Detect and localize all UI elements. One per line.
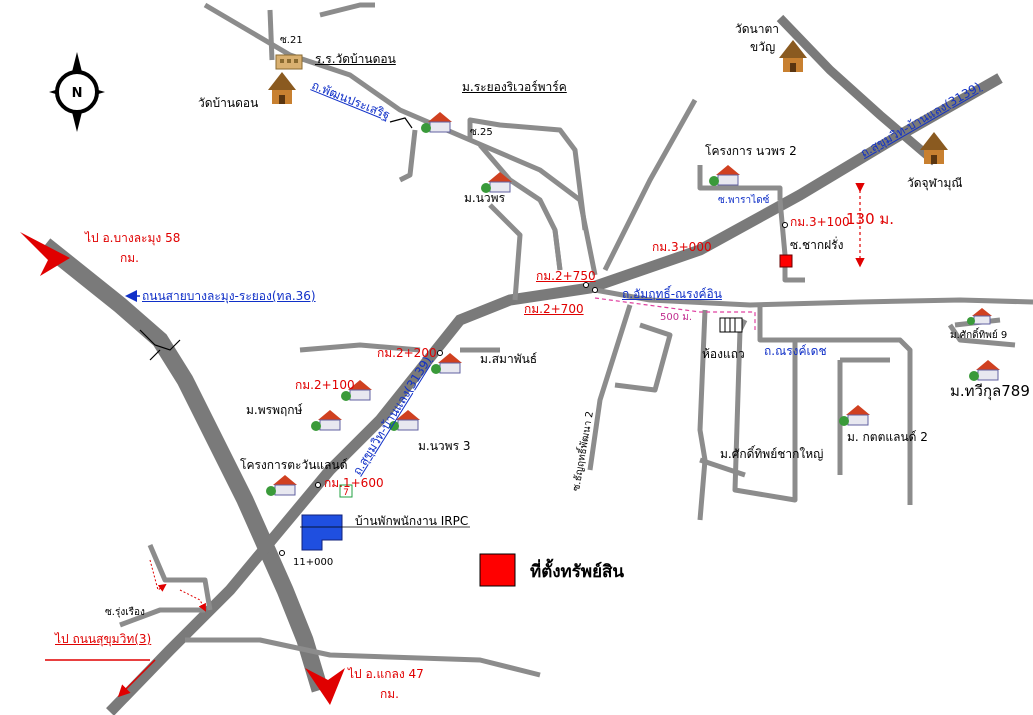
temple-icon-bandon (268, 72, 296, 104)
label-hong-thaeo: ห้องแถว (702, 347, 745, 361)
label-irpc-house: บ้านพักพนักงาน IRPC (355, 514, 469, 528)
label-to-banglamung-2: กม. (120, 251, 139, 265)
label-to-sukhumvit: ไป ถนนสุขุมวิท(3) (55, 632, 152, 646)
legend-property-swatch (479, 553, 516, 587)
label-km-11-000: 11+000 (293, 557, 334, 568)
label-km-2-750: กม.2+750 (536, 269, 596, 283)
temple-icon-nata (779, 40, 807, 72)
label-school: ร.ร.วัดบ้านดอน (315, 52, 396, 66)
label-road-amarit: ถ.อัมฤทธิ์-ณรงค์อิน (622, 287, 722, 301)
dotted-arrows-rungruang (149, 559, 206, 612)
label-km-2-700: กม.2+700 (524, 302, 584, 316)
label-km-2-200: กม.2+200 (377, 346, 437, 360)
direction-arrow-banglamung (20, 232, 70, 276)
label-dist-500: 500 ม. (660, 312, 693, 323)
label-m-nawaporn: ม.นวพร (464, 191, 506, 205)
school-icon (275, 54, 303, 70)
label-soi21: ซ.21 (280, 35, 303, 46)
label-km-1-600: กม.1+600 (324, 476, 384, 490)
property-marker (779, 254, 793, 268)
label-wat-nata-1: วัดนาตา (735, 22, 780, 36)
label-road-narongdech: ถ.ณรงค์เดช (764, 344, 827, 358)
label-m-nawaporn3: ม.นวพร 3 (418, 439, 471, 453)
direction-arrow-sukhumvit (45, 659, 156, 698)
label-m-kotlan2: ม. กตตแลนด์ 2 (847, 430, 928, 444)
label-km-3-100: กม.3+100 (790, 215, 850, 229)
label-road-banglamung-rayong: ถนนสายบางละมุง-ระยอง(ทล.36) (142, 289, 316, 303)
label-project-nawaporn2: โครงการ นวพร 2 (705, 144, 797, 158)
label-wat-bandon: วัดบ้านดอน (198, 96, 259, 110)
label-wat-nata-2: ขวัญ (750, 40, 776, 54)
label-soi-rungruang: ซ.รุ่งเรือง (105, 607, 145, 618)
label-m-phrapruek: ม.พรพฤกษ์ (246, 403, 303, 417)
label-m-saksit9: ม.ศักดิ์ทิพย์ 9 (950, 330, 1008, 341)
label-km-3-000: กม.3+000 (652, 240, 712, 254)
label-project-tawan: โครงการตะวันแลนด์ (240, 458, 348, 472)
label-soi25: ซ.25 (470, 127, 493, 138)
highway-3139 (106, 73, 1003, 715)
row-house-icon (719, 317, 743, 333)
store-icon: 7 (339, 484, 353, 498)
temple-icon-juphamanee (920, 132, 948, 164)
label-rayong-riverpark: ม.ระยองริเวอร์พาร์ค (462, 80, 567, 94)
label-soi-paradise: ซ.พาราไดซ์ (718, 195, 770, 206)
label-m-saksit-chakyai: ม.ศักดิ์ทิพย์ชากใหญ่ (720, 447, 824, 461)
label-km-2-100: กม.2+100 (295, 378, 355, 392)
label-m-thawikul: ม.ทวีกุล789 (950, 382, 1030, 400)
label-wat-juphamanee: วัดจุฬามุณี (907, 176, 963, 190)
compass-icon: N (49, 52, 105, 132)
irpc-housing-block (300, 514, 470, 551)
label-to-klaeng-1: ไป อ.แกลง 47 (348, 667, 424, 681)
label-dist-130: 130 ม. (846, 210, 895, 228)
bridge-marks (139, 117, 413, 361)
compass-letter: N (72, 86, 83, 101)
km-markers (279, 222, 788, 556)
label-to-klaeng-2: กม. (380, 687, 399, 701)
label-soi-chakfarang: ซ.ชากฝรั่ง (790, 238, 844, 252)
label-to-banglamung-1: ไป อ.บางละมุง 58 (85, 231, 181, 245)
distance-500m-line (594, 297, 756, 330)
svg-text:7: 7 (343, 488, 349, 498)
highway-36 (39, 238, 329, 693)
legend-text: ที่ตั้งทรัพย์สิน (530, 562, 625, 582)
label-m-samaphan: ม.สมาพันธ์ (480, 352, 538, 366)
road-north-wat (776, 14, 938, 166)
house-icons (266, 112, 1000, 496)
direction-arrow-klaeng (305, 668, 345, 705)
